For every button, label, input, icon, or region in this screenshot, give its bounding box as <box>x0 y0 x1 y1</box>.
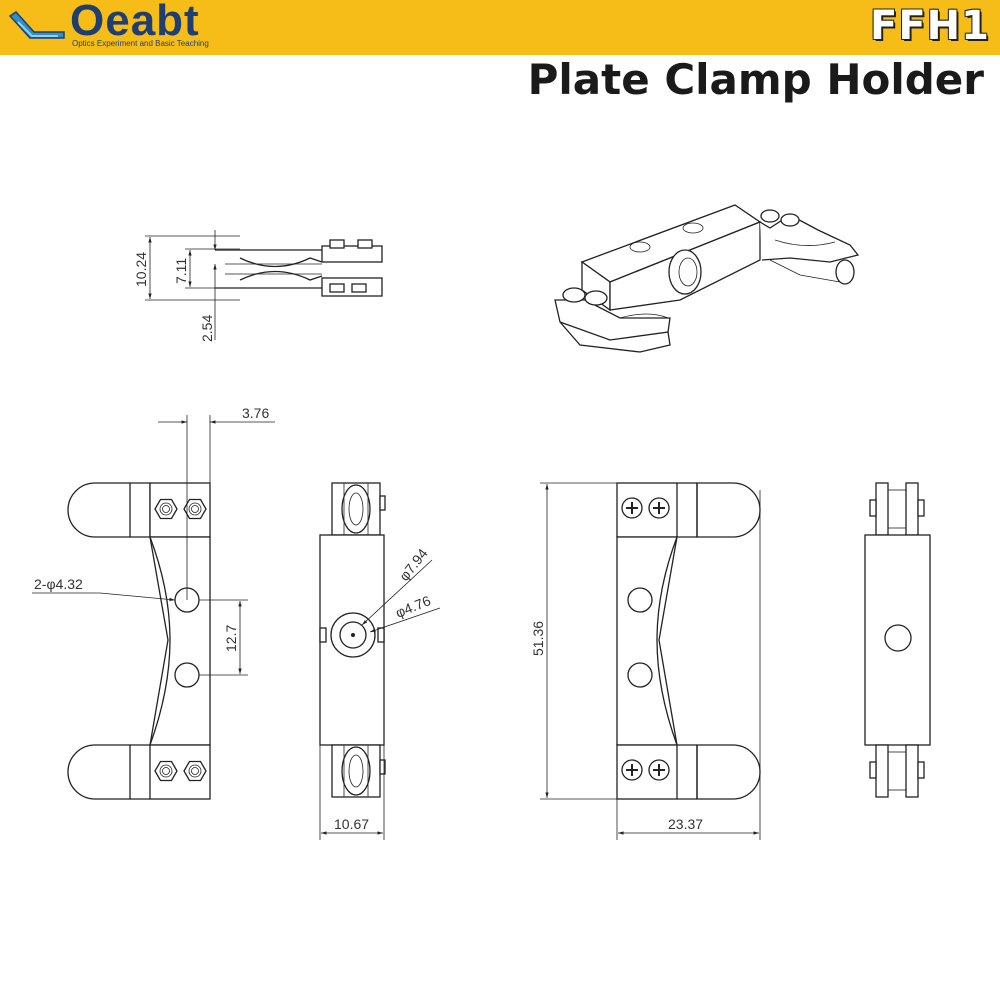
dim-top-offset: 2.54 <box>199 315 215 342</box>
dim-overall-length: 51.36 <box>530 621 546 656</box>
isometric-view <box>554 204 860 353</box>
brand-name: Oeabt <box>70 0 200 45</box>
model-number: FFH1 <box>870 3 990 49</box>
header-banner: Oeabt Optics Experiment and Basic Teachi… <box>0 0 1000 55</box>
dim-hole-spec: 2-φ4.32 <box>34 576 83 592</box>
front-view <box>32 415 275 800</box>
dim-bore: φ4.76 <box>393 592 433 621</box>
end-view <box>864 482 931 798</box>
brand-tagline: Optics Experiment and Basic Teaching <box>72 39 209 48</box>
dim-hole-offset: 3.76 <box>242 405 269 421</box>
dim-top-gap: 7.11 <box>173 258 189 284</box>
brand-logo-icon <box>8 11 65 39</box>
back-view <box>540 482 761 840</box>
dim-counterbore: φ7.94 <box>396 545 431 584</box>
dim-side-width: 10.67 <box>334 816 369 832</box>
top-view <box>145 230 383 340</box>
dim-top-height: 10.24 <box>133 252 149 287</box>
side-view <box>319 482 441 840</box>
dim-hole-spacing: 12.7 <box>223 625 239 652</box>
dim-overall-width: 23.37 <box>668 816 703 832</box>
product-title: Plate Clamp Holder <box>527 55 984 104</box>
